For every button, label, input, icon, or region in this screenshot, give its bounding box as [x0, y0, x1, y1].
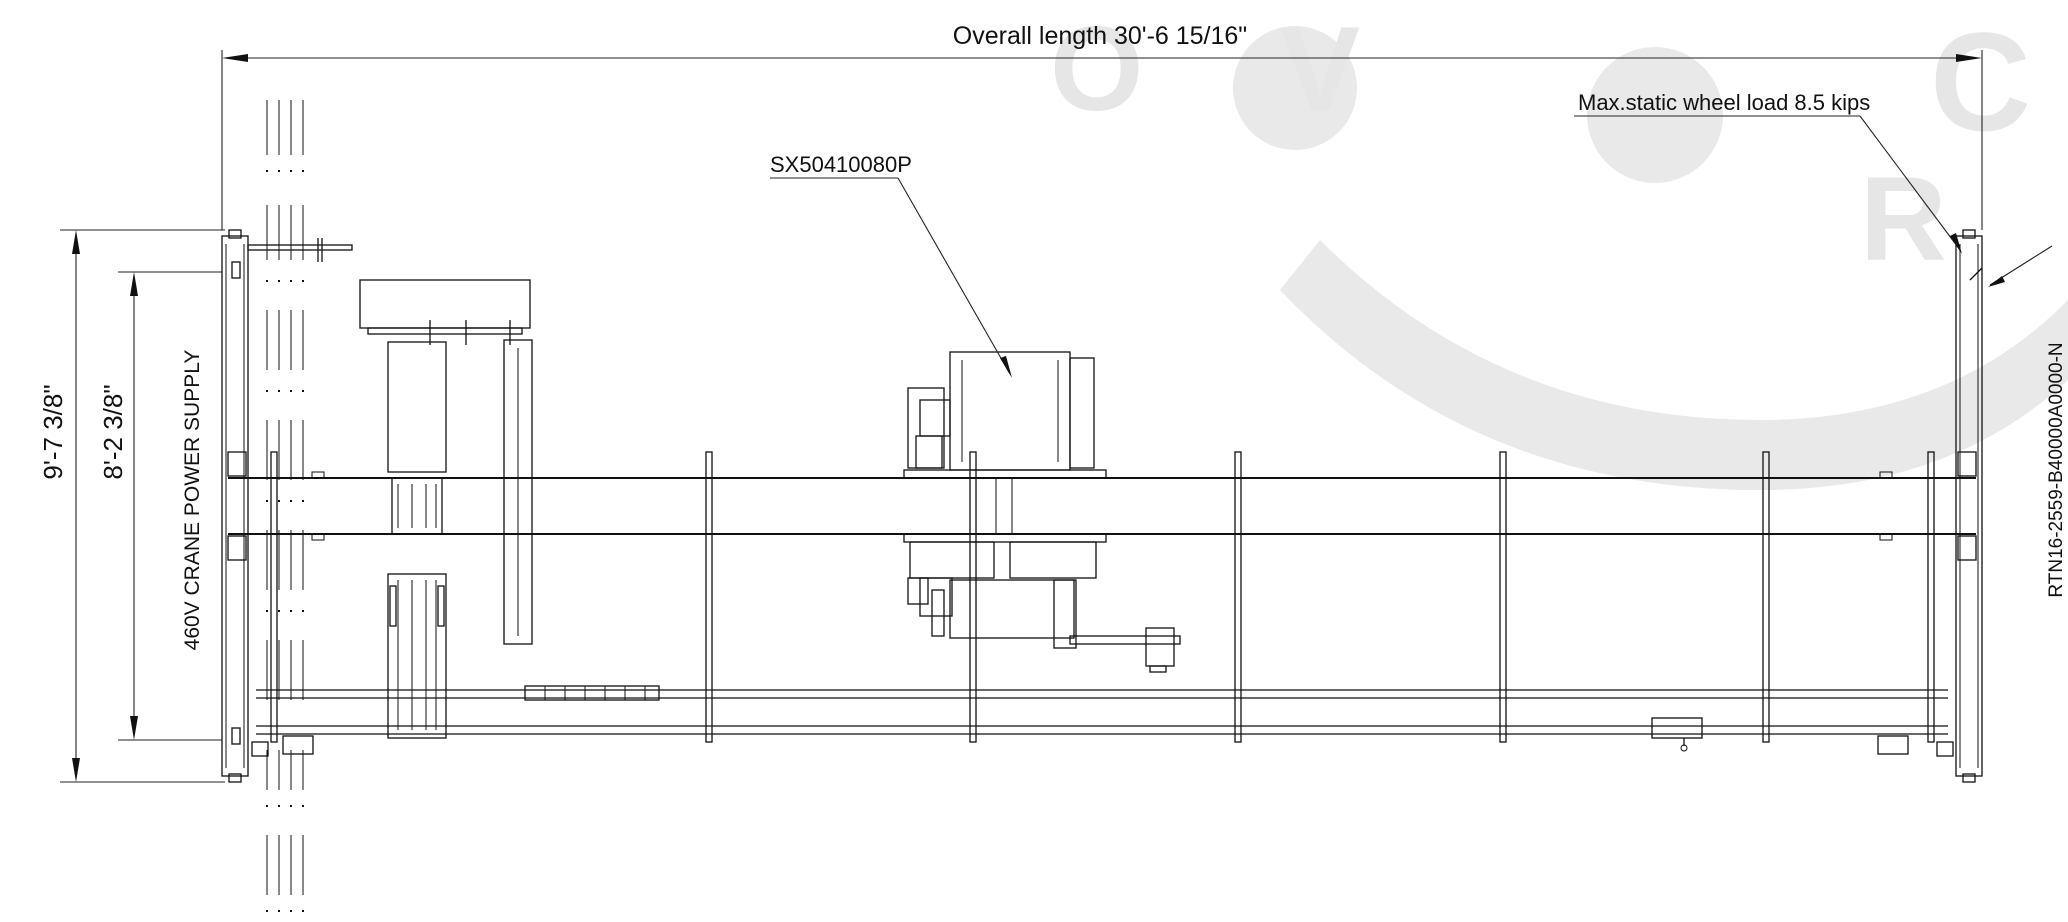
- hoist-callout: SX50410080P: [770, 152, 1012, 378]
- end-truck-callout: RTN16-2559-B40000A0000-N: [1988, 245, 2067, 598]
- wheel-load-callout: Max.static wheel load 8.5 kips: [1574, 90, 1962, 254]
- overall-length-label: Overall length 30'-6 15/16": [953, 22, 1247, 50]
- right-end-truck: [1877, 229, 1983, 783]
- watermark-letter-v: V: [1280, 2, 1360, 136]
- overall-length-dimension: Overall length 30'-6 15/16": [221, 22, 1983, 230]
- watermark-letter-o: O: [1050, 2, 1143, 136]
- outer-span-label: 9'-7 3/8": [38, 384, 68, 479]
- left-end-truck: [221, 229, 353, 783]
- power-supply-label: 460V CRANE POWER SUPPLY: [181, 350, 204, 651]
- inner-span-label: 8'-2 3/8": [98, 384, 128, 479]
- control-panel-assembly: [359, 279, 533, 739]
- inner-span-dimension: 8'-2 3/8": [98, 271, 222, 741]
- watermark-letter-r: R: [1860, 152, 1947, 286]
- festoon-posts: [270, 451, 1935, 743]
- watermark-dot-left: [1233, 26, 1357, 150]
- wheel-load-label: Max.static wheel load 8.5 kips: [1578, 90, 1870, 115]
- hoist-part-number-label: SX50410080P: [770, 152, 912, 177]
- festoon-track: [256, 685, 1948, 752]
- watermark-letter-c: C: [1930, 3, 2031, 160]
- outer-span-dimension: 9'-7 3/8": [38, 229, 225, 783]
- end-truck-part-number-label: RTN16-2559-B40000A0000-N: [2046, 342, 2067, 597]
- watermark: O V C R: [1050, 2, 2068, 490]
- watermark-dot-right: [1587, 47, 1723, 183]
- hoist-trolley: [903, 351, 1181, 673]
- runway-conductor-lines: [266, 100, 304, 912]
- watermark-arc: [1280, 240, 2068, 490]
